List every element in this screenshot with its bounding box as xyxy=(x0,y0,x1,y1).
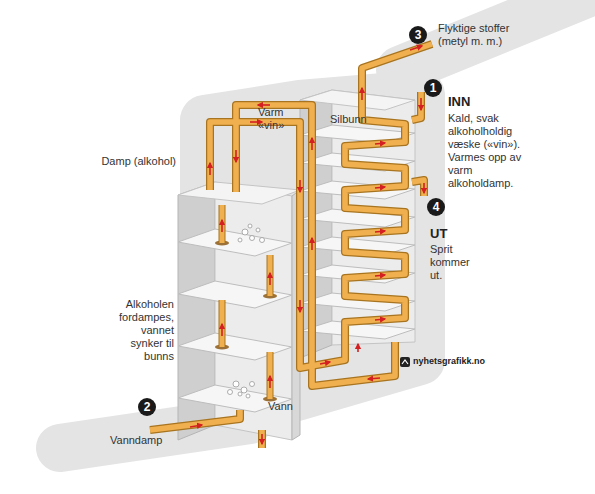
outlet-heading: UT xyxy=(430,226,470,241)
process-note: Alkoholen fordampes, vannet synker til b… xyxy=(108,298,174,363)
part-name: Silbunn xyxy=(330,113,390,126)
callout-circle xyxy=(138,26,445,416)
inlet-label: Vanndamp xyxy=(110,434,180,447)
callout-number: 1 xyxy=(424,80,442,96)
outlet-note: Sprit kommer ut. xyxy=(430,243,480,282)
background-band xyxy=(60,0,595,448)
outlet-label: Vann xyxy=(268,400,308,413)
inlet-heading: INN xyxy=(448,94,508,109)
inlet-note: Kald, svak alkoholholdig væske («vin»). … xyxy=(448,112,530,190)
callout-number: 2 xyxy=(138,399,156,415)
callout-number: 3 xyxy=(409,27,427,43)
flow-arrow xyxy=(190,46,424,444)
watermark: nyhetsgrafikk.no xyxy=(413,356,513,367)
vapour-label: Damp (alkohol) xyxy=(80,155,176,168)
pipe xyxy=(150,44,432,448)
outlet-note: Flyktige stoffer (metyl m. m.) xyxy=(438,22,538,48)
callout-number: 4 xyxy=(427,199,445,215)
pipe-label: Varm «vin» xyxy=(258,106,296,132)
vapour-bubbles xyxy=(228,224,265,398)
pipe xyxy=(150,44,432,448)
logo-icon xyxy=(400,357,410,367)
